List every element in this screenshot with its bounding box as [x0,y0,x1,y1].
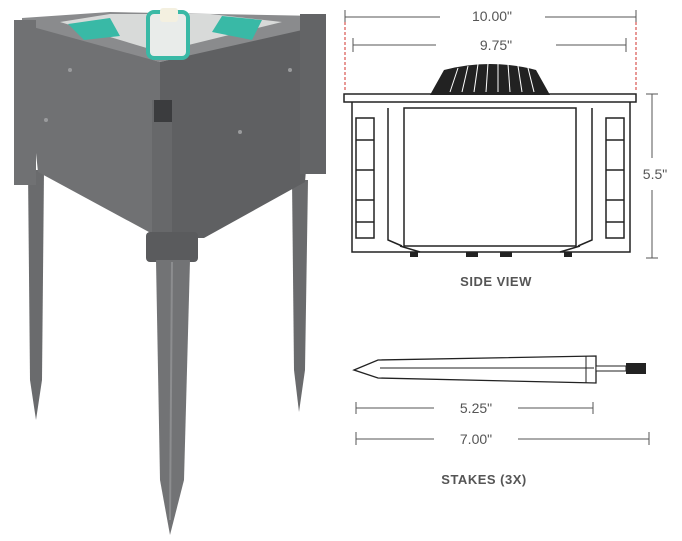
stake-left [28,170,44,420]
box-outline [343,93,637,253]
stake-shaft [595,365,627,372]
rivet [68,68,72,72]
corner-knurl [154,100,172,122]
side-view: 10.00" 9.75" [343,8,667,289]
product-photo [14,8,326,535]
corner-post-left [14,20,36,185]
box-left-face [22,20,160,238]
box-feet [410,252,572,257]
dim-inner-width: 9.75" [480,37,512,53]
center-cap [160,8,178,22]
box-right-face [160,22,318,238]
dome-vent [430,64,550,95]
corner-post-front [152,100,172,240]
stake-right [292,180,308,412]
dim-height: 5.5" [643,166,667,182]
rivet [44,118,48,122]
dim-overall-width: 10.00" [472,8,512,24]
corner-post-right [300,14,326,174]
dim-total-length: 7.00" [460,431,492,447]
dome-slats [449,62,535,93]
stake-socket [146,232,198,262]
stake-thread [626,363,646,374]
caption-stakes: STAKES (3X) [441,472,526,487]
rivet [238,130,242,134]
stake-view: 5.25" 7.00" STAKES (3X) [352,355,650,487]
dim-blade-length: 5.25" [460,400,492,416]
stake-front [156,260,190,535]
caption-side-view: SIDE VIEW [460,274,532,289]
stake-blade [352,355,597,384]
tray-left [68,18,120,40]
stake-ridge [169,261,173,521]
rivet [288,68,292,72]
tray-right [212,16,262,40]
